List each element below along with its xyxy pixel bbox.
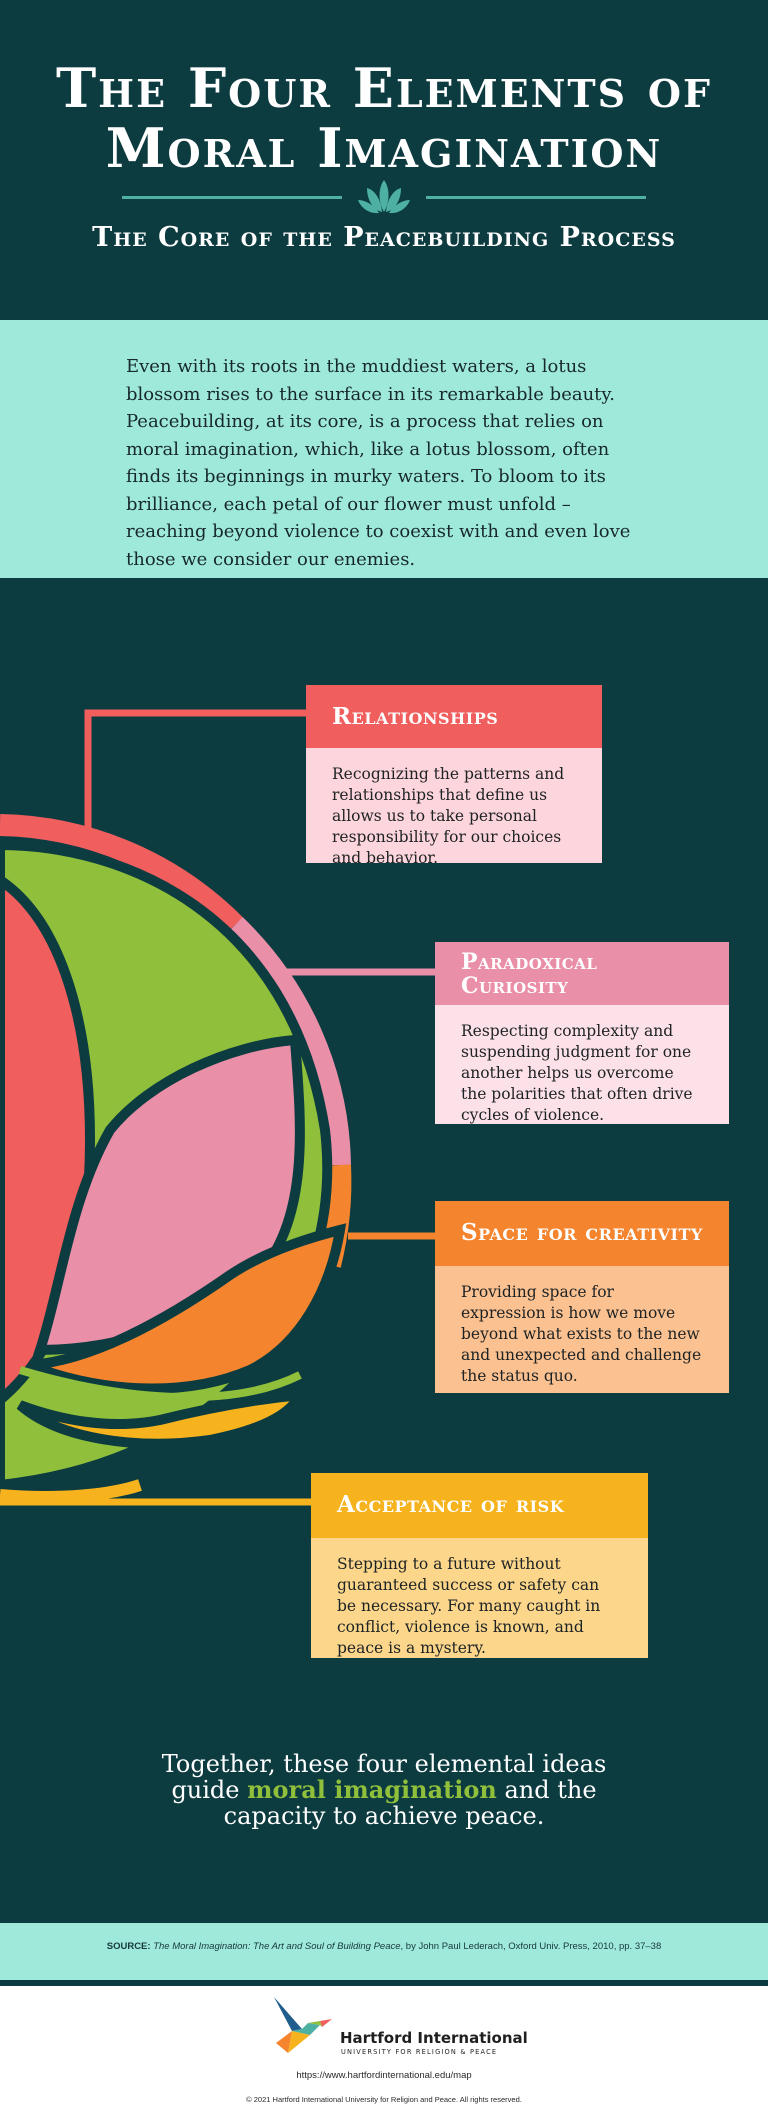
- intro-band: [0, 320, 768, 578]
- bird-icon: [274, 1997, 332, 2053]
- page-title-line-1: The Four Elements of: [55, 56, 712, 120]
- yellow-base: [0, 1479, 142, 1503]
- closing-line-3: capacity to achieve peace.: [223, 1802, 545, 1830]
- paradoxical-heading-line-2: Curiosity: [461, 973, 569, 999]
- closing-line-2: guide moral imagination and the: [150, 1775, 618, 1804]
- footer: [0, 1986, 768, 2123]
- paradoxical-curiosity-heading: Paradoxical Curiosity: [435, 942, 729, 1005]
- paradoxical-arc: [227, 917, 351, 1166]
- closing-highlight: moral imagination: [247, 1775, 497, 1804]
- source-citation: SOURCE: The Moral Imagination: The Art a…: [0, 1941, 768, 1952]
- acceptance-of-risk-text: Stepping to a future without guaranteed …: [311, 1538, 648, 1658]
- logo-name: Hartford International: [340, 2029, 528, 2047]
- closing-line-1: Together, these four elemental ideas: [161, 1750, 607, 1778]
- source-band: [0, 1923, 768, 1980]
- closing-line-2-suffix: and the: [496, 1776, 597, 1804]
- intro-paragraph: Even with its roots in the muddiest wate…: [126, 356, 631, 570]
- green-leaf-line: [18, 1366, 302, 1402]
- copyright-notice: © 2021 Hartford International University…: [246, 2095, 522, 2104]
- title-divider-right: [426, 196, 646, 199]
- space-for-creativity-heading: Space for creativity: [435, 1201, 729, 1266]
- orange-petal: [28, 1223, 347, 1394]
- yellow-petal: [16, 1389, 309, 1449]
- space-for-creativity-text: Providing space for expression is how we…: [435, 1266, 729, 1393]
- lotus-illustration: [0, 709, 435, 1506]
- website-link[interactable]: https://www.hartfordinternational.edu/ma…: [296, 2070, 472, 2081]
- lotus-icon: [358, 180, 410, 214]
- relationships-heading: Relationships: [306, 685, 602, 748]
- relationships-connector: [84, 709, 306, 840]
- paradoxical-curiosity-text: Respecting complexity and suspending jud…: [435, 1005, 729, 1124]
- closing-line-2-prefix: guide: [171, 1776, 248, 1804]
- relationships-text: Recognizing the patterns and relationshi…: [306, 748, 602, 867]
- source-title: The Moral Imagination: The Art and Soul …: [153, 1941, 401, 1952]
- acceptance-of-risk-heading: Acceptance of risk: [311, 1473, 648, 1538]
- page-subtitle: The Core of the Peacebuilding Process: [92, 222, 676, 253]
- paradoxical-heading-line-1: Paradoxical: [461, 949, 598, 975]
- page-title-line-2: Moral Imagination: [105, 116, 663, 180]
- source-label: SOURCE:: [106, 1941, 151, 1952]
- header: [0, 0, 768, 320]
- title-divider-left: [122, 196, 342, 199]
- source-details: , by John Paul Lederach, Oxford Univ. Pr…: [400, 1941, 662, 1952]
- closing-statement: Together, these four elemental ideas gui…: [150, 1751, 618, 1829]
- logo-tagline: UNIVERSITY FOR RELIGION & PEACE: [341, 2048, 498, 2056]
- relationships-arc: [0, 814, 243, 933]
